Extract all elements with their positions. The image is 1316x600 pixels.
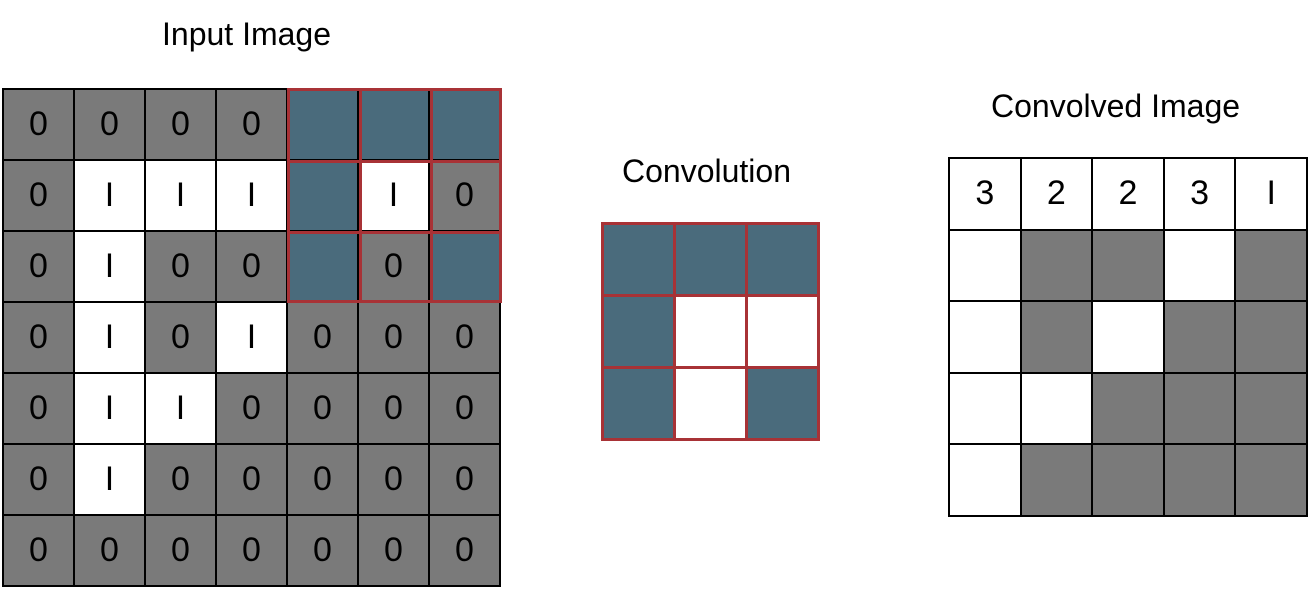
input-cell-r2-c2: 0 (146, 232, 217, 303)
input-cell-r6-c5: 0 (359, 516, 430, 587)
input-cell-r0-c3: 0 (217, 90, 288, 161)
input-cell-r5-c1: I (75, 445, 146, 516)
input-cell-r3-c2: 0 (146, 303, 217, 374)
input-cell-r3-c4: 0 (288, 303, 359, 374)
kernel-cell-r0-c2 (748, 225, 820, 297)
input-cell-r5-c2: 0 (146, 445, 217, 516)
output-cell-r2-c1 (1021, 302, 1094, 374)
convolved-image-title: Convolved Image (991, 88, 1241, 124)
input-cell-r6-c1: 0 (75, 516, 146, 587)
output-value-c2: 2 (1093, 159, 1165, 231)
input-cell-r1-c2: I (146, 161, 217, 232)
output-cell-r3-c3 (1164, 373, 1237, 446)
kernel-cell-r1-c1 (676, 297, 748, 369)
input-cell-r5-c4: 0 (288, 445, 359, 516)
input-cell-r5-c5: 0 (359, 445, 430, 516)
output-cell-r1-c2 (1093, 230, 1165, 303)
input-cell-r4-c1: I (75, 374, 146, 445)
input-cell-r1-c3: I (217, 161, 288, 232)
input-cell-r2-c5: 0 (359, 232, 430, 303)
output-cell-r2-c0 (950, 302, 1022, 374)
input-cell-r6-c6: 0 (430, 516, 501, 587)
output-cell-r3-c4 (1236, 373, 1308, 446)
input-cell-r3-c3: I (217, 303, 288, 374)
input-cell-r2-c0: 0 (4, 232, 75, 303)
input-cell-r2-c6 (430, 232, 501, 303)
input-cell-r4-c3: 0 (217, 374, 288, 445)
input-cell-r0-c5 (359, 90, 430, 161)
input-cell-r6-c4: 0 (288, 516, 359, 587)
output-value-c0: 3 (950, 159, 1022, 231)
output-cell-r1-c1 (1021, 230, 1094, 303)
kernel-cell-r1-c0 (604, 297, 676, 369)
output-cell-r1-c3 (1164, 230, 1237, 303)
input-cell-r1-c6: 0 (430, 161, 501, 232)
output-value-c4: I (1236, 159, 1308, 231)
input-cell-r4-c2: I (146, 374, 217, 445)
input-cell-r6-c0: 0 (4, 516, 75, 587)
input-cell-r3-c0: 0 (4, 303, 75, 374)
input-cell-r4-c4: 0 (288, 374, 359, 445)
input-cell-r2-c3: 0 (217, 232, 288, 303)
input-cell-r4-c0: 0 (4, 374, 75, 445)
output-cell-r2-c2 (1093, 302, 1165, 374)
input-cell-r1-c5: I (359, 161, 430, 232)
convolution-kernel-grid (601, 222, 820, 441)
kernel-cell-r2-c0 (604, 369, 676, 441)
input-cell-r3-c5: 0 (359, 303, 430, 374)
output-cell-r1-c0 (950, 230, 1022, 303)
output-cell-r2-c3 (1164, 302, 1237, 374)
output-cell-r4-c0 (950, 445, 1022, 517)
input-cell-r4-c6: 0 (430, 374, 501, 445)
output-cell-r3-c2 (1093, 373, 1165, 446)
input-cell-r0-c1: 0 (75, 90, 146, 161)
input-cell-r3-c1: I (75, 303, 146, 374)
kernel-cell-r2-c2 (748, 369, 820, 441)
input-cell-r3-c6: 0 (430, 303, 501, 374)
input-cell-r4-c5: 0 (359, 374, 430, 445)
input-cell-r1-c4 (288, 161, 359, 232)
input-cell-r0-c6 (430, 90, 501, 161)
input-image-title: Input Image (162, 16, 331, 52)
output-cell-r2-c4 (1236, 302, 1308, 374)
input-cell-r2-c1: I (75, 232, 146, 303)
input-cell-r5-c6: 0 (430, 445, 501, 516)
input-cell-r2-c4 (288, 232, 359, 303)
kernel-cell-r0-c0 (604, 225, 676, 297)
input-cell-r1-c1: I (75, 161, 146, 232)
output-cell-r3-c0 (950, 373, 1022, 446)
input-cell-r5-c3: 0 (217, 445, 288, 516)
convolution-title: Convolution (622, 153, 791, 189)
kernel-cell-r1-c2 (748, 297, 820, 369)
output-cell-r3-c1 (1021, 373, 1094, 446)
output-cell-r4-c3 (1164, 445, 1237, 517)
input-cell-r0-c4 (288, 90, 359, 161)
input-cell-r0-c0: 0 (4, 90, 75, 161)
input-cell-r0-c2: 0 (146, 90, 217, 161)
input-cell-r6-c3: 0 (217, 516, 288, 587)
output-cell-r4-c1 (1021, 445, 1094, 517)
kernel-cell-r0-c1 (676, 225, 748, 297)
output-cell-r4-c4 (1236, 445, 1308, 517)
input-cell-r1-c0: 0 (4, 161, 75, 232)
input-cell-r6-c2: 0 (146, 516, 217, 587)
kernel-cell-r2-c1 (676, 369, 748, 441)
output-value-c3: 3 (1164, 159, 1237, 231)
input-cell-r5-c0: 0 (4, 445, 75, 516)
output-cell-r1-c4 (1236, 230, 1308, 303)
output-cell-r4-c2 (1093, 445, 1165, 517)
output-value-c1: 2 (1021, 159, 1094, 231)
